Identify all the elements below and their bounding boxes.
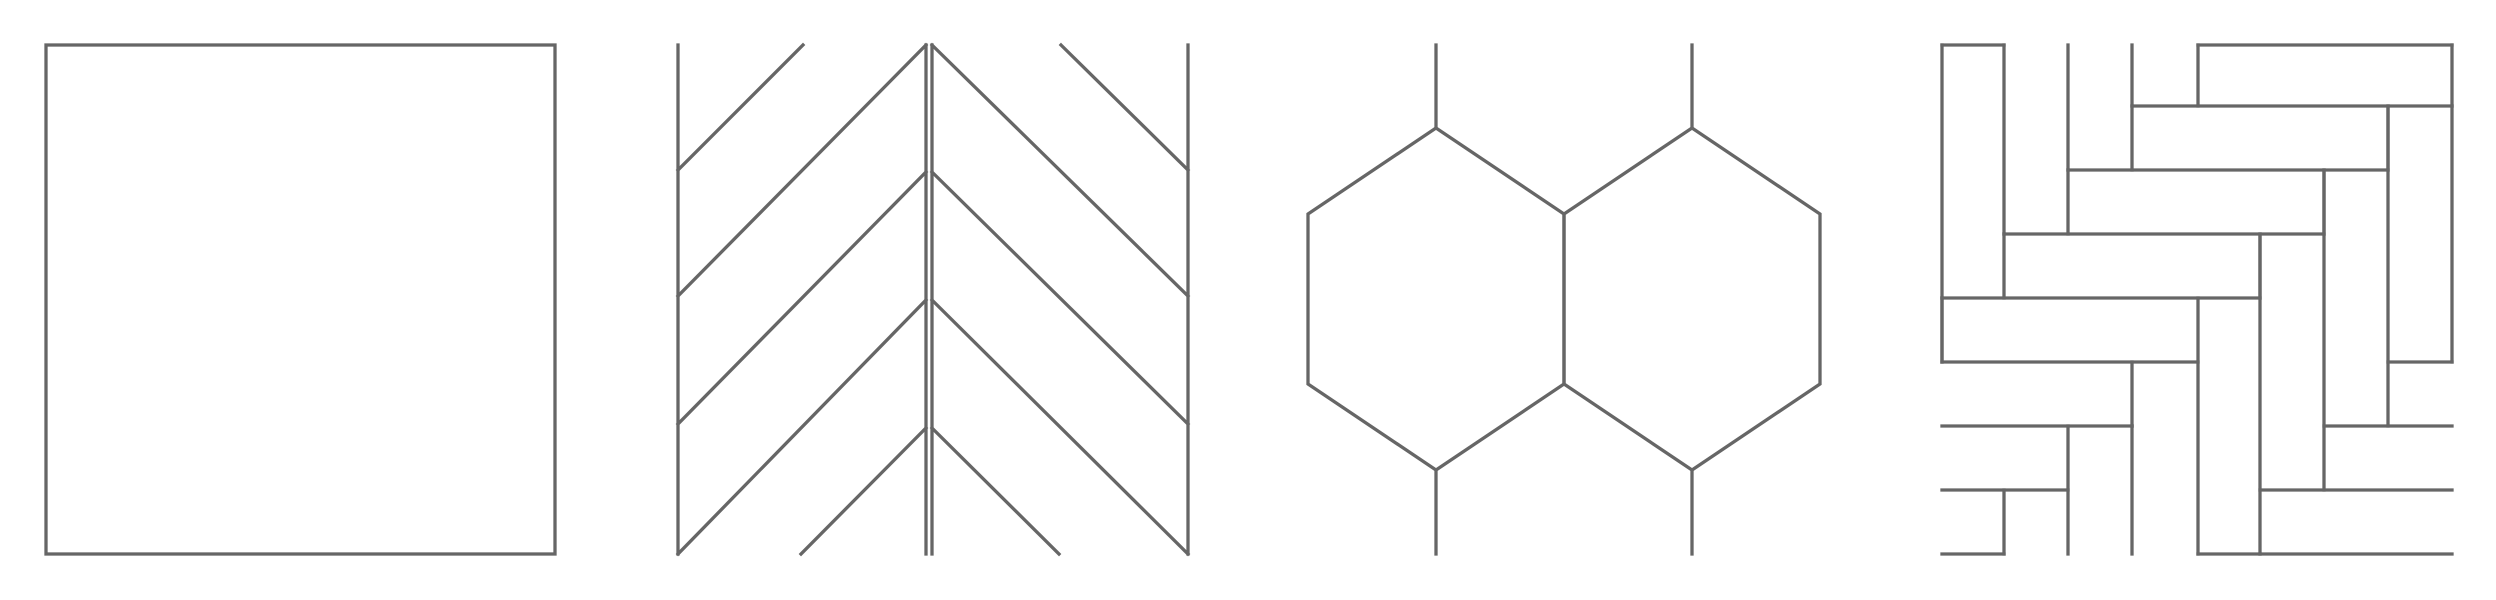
square-tile-pattern (10, 0, 570, 600)
hexagon-left (1306, 126, 1566, 472)
hexagon-pattern (1280, 0, 1840, 600)
square-tile-pattern-icon (44, 43, 557, 556)
herringbone-left-diag-5 (798, 425, 929, 557)
herringbone-pattern-icon (675, 42, 1191, 557)
basketweave-pattern (1920, 0, 2480, 600)
hexagon-pattern-icon (1306, 43, 1822, 556)
basketweave-pattern-icon (1940, 43, 2454, 556)
herringbone-right-diag-3 (929, 169, 1191, 427)
herringbone-left-diag-1 (675, 42, 806, 173)
herringbone-right-diag-4 (929, 297, 1191, 557)
herringbone-pattern (640, 0, 1200, 600)
square-tile-outline (44, 43, 557, 556)
herringbone-right-diag-5 (929, 425, 1062, 557)
herringbone-right-diag-1 (1058, 42, 1191, 173)
herringbone-left-diag-2 (675, 42, 929, 299)
herringbone-left-diag-4 (675, 297, 929, 557)
herringbone-right-diag-2 (929, 42, 1191, 299)
herringbone-left-diag-3 (675, 169, 929, 427)
hexagon-right (1562, 126, 1822, 472)
